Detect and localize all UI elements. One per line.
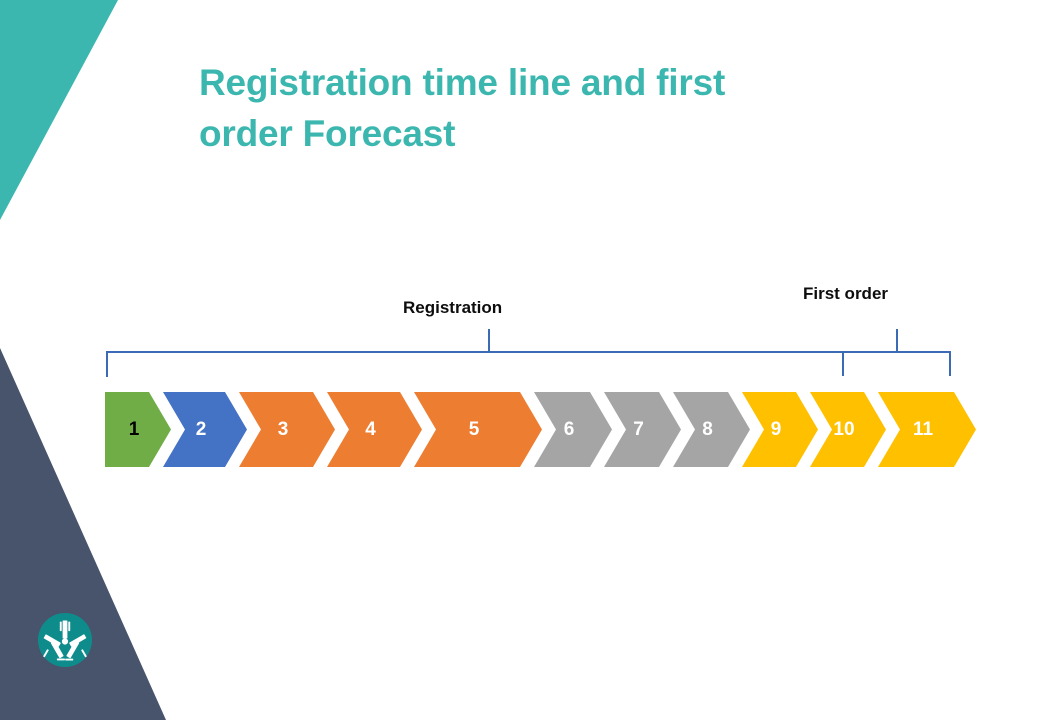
timeline-step-label: 5 — [468, 418, 480, 440]
timeline-step-11[interactable]: 11 — [878, 392, 976, 467]
timeline-step-label: 2 — [195, 418, 207, 440]
registration-bracket — [106, 351, 951, 377]
teal-triangle — [0, 0, 118, 220]
timeline-step-2[interactable]: 2 — [163, 392, 247, 467]
timeline-step-label: 3 — [277, 418, 289, 440]
timeline-step-5[interactable]: 5 — [414, 392, 542, 467]
snowflake-icon — [43, 620, 87, 661]
slide-title: Registration time line and first order F… — [199, 57, 849, 159]
timeline-step-label: 10 — [833, 418, 855, 440]
timeline-step-label: 6 — [563, 418, 575, 440]
timeline-step-label: 8 — [702, 418, 713, 440]
timeline-step-label: 9 — [770, 418, 782, 440]
timeline-step-label: 1 — [128, 418, 140, 440]
slide-title-line-1: Registration time line and first — [199, 62, 726, 103]
timeline-step-1[interactable]: 1 — [105, 392, 171, 467]
first-order-bracket — [842, 351, 951, 376]
timeline-chevron-row: 1 2 3 4 5 6 7 8 9 10 11 — [105, 392, 976, 467]
company-snowflake-logo — [38, 613, 92, 667]
timeline-step-9[interactable]: 9 — [742, 392, 818, 467]
timeline-step-label: 7 — [633, 418, 644, 440]
timeline-step-3[interactable]: 3 — [239, 392, 335, 467]
timeline-step-label: 4 — [365, 418, 376, 440]
slide-title-line-2: order Forecast — [199, 113, 456, 155]
timeline-step-4[interactable]: 4 — [327, 392, 422, 467]
callout-label-registration: Registration — [403, 298, 503, 317]
timeline-step-label: 11 — [912, 418, 934, 440]
timeline-step-10[interactable]: 10 — [810, 392, 886, 467]
timeline-step-6[interactable]: 6 — [534, 392, 612, 467]
timeline-step-7[interactable]: 7 — [604, 392, 681, 467]
callout-label-first-order: First order — [803, 284, 889, 303]
timeline-step-8[interactable]: 8 — [673, 392, 750, 467]
teal-corner-decoration — [0, 0, 118, 220]
